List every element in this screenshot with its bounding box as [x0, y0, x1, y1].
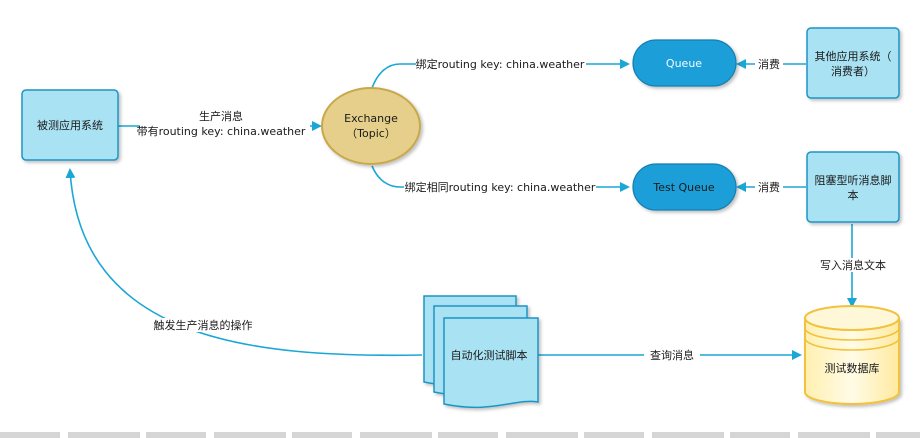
- label-produce-line1: 生产消息: [199, 109, 243, 123]
- label-bg-trigger: [144, 318, 262, 332]
- blocking-script-box: [806, 151, 900, 223]
- queue-label: Queue: [666, 57, 702, 70]
- label-bg-query: [644, 348, 700, 362]
- test-queue-pill: [632, 163, 737, 211]
- tested-system-label: 被测应用系统: [37, 118, 103, 132]
- edge-bind-queue: [371, 59, 630, 89]
- label-consume-2: 消费: [758, 180, 780, 194]
- label-query: 查询消息: [650, 348, 694, 362]
- label-bg-consume-2: [755, 180, 783, 194]
- label-bind-test-queue: 绑定相同routing key: china.weather: [405, 180, 596, 194]
- test-queue-label: Test Queue: [652, 181, 715, 194]
- node-exchange: Exchange （Topic）: [321, 87, 421, 165]
- node-auto-script: 自动化测试脚本: [423, 295, 539, 409]
- exchange-ellipse: [321, 87, 421, 165]
- other-system-box: [806, 27, 900, 99]
- test-db-label: 测试数据库: [825, 361, 880, 375]
- label-write-text: 写入消息文本: [820, 258, 886, 272]
- node-blocking-script: 阻塞型听消息脚 本: [806, 151, 900, 223]
- auto-script-label: 自动化测试脚本: [451, 348, 528, 362]
- other-system-label-line2: 消费者）: [831, 64, 875, 78]
- blocking-script-label-line2: 本: [848, 188, 859, 202]
- edge-labels: 生产消息 带有routing key: china.weather 绑定rout…: [137, 57, 891, 362]
- label-bg-bind-queue: [416, 57, 586, 71]
- label-trigger: 触发生产消息的操作: [154, 318, 253, 332]
- exchange-label-line1: Exchange: [344, 112, 398, 125]
- tested-system-box: [21, 89, 119, 161]
- queue-pill: [632, 39, 737, 87]
- label-bg-bind-test-queue: [404, 180, 596, 194]
- db-ring-1: [804, 327, 900, 341]
- edge-bind-test-queue: [371, 165, 630, 192]
- node-tested-system: 被测应用系统: [21, 89, 119, 161]
- other-system-label-line1: 其他应用系统（: [815, 49, 892, 63]
- node-test-queue: Test Queue: [632, 163, 737, 211]
- auto-script-doc-front: [443, 317, 539, 409]
- node-queue: Queue: [632, 39, 737, 87]
- node-other-system: 其他应用系统（ 消费者）: [806, 27, 900, 99]
- blocking-script-label-line1: 阻塞型听消息脚: [815, 173, 892, 187]
- label-bg-produce: [140, 108, 310, 140]
- db-ring-2: [804, 337, 900, 351]
- bottom-edge-divider: [0, 432, 920, 438]
- label-consume-1: 消费: [758, 57, 780, 71]
- exchange-label-line2: （Topic）: [346, 127, 396, 140]
- label-bg-write: [815, 258, 891, 272]
- label-bg-consume-1: [755, 57, 783, 71]
- db-top: [804, 305, 900, 331]
- node-test-db: 测试数据库: [804, 305, 900, 405]
- db-body: [804, 318, 900, 405]
- label-produce-line2: 带有routing key: china.weather: [137, 124, 306, 138]
- label-bind-queue: 绑定routing key: china.weather: [416, 57, 585, 71]
